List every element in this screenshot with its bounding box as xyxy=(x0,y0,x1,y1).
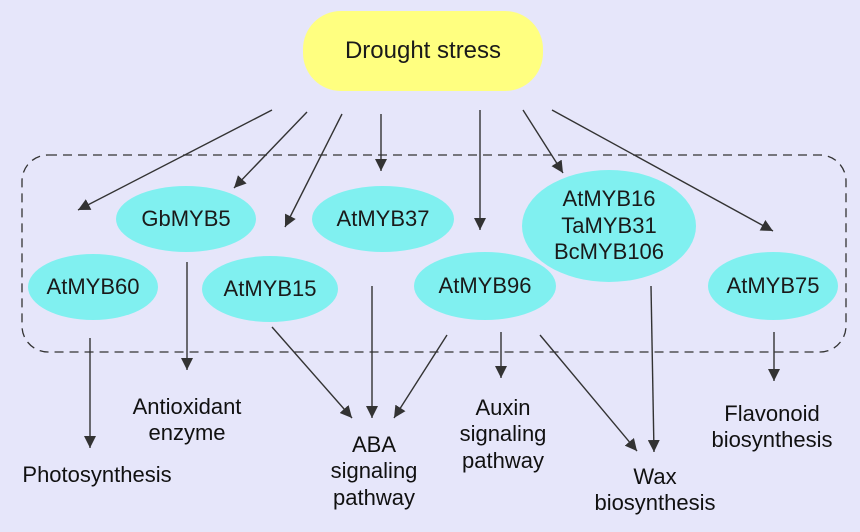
outcome-flavonoid-biosynthesis: Flavonoid biosynthesis xyxy=(711,401,833,453)
outcome-aba-signaling-pathway: ABA signaling pathway xyxy=(330,432,418,510)
gene-label-atmyb16: AtMYB16 xyxy=(562,186,656,212)
gene-group-dashed-frame xyxy=(21,154,847,353)
gene-node-atmyb75: AtMYB75 xyxy=(708,252,838,320)
outcome-antioxidant-enzyme: Antioxidant enzyme xyxy=(132,394,242,446)
gene-node-gbmyb5: GbMYB5 xyxy=(116,186,256,252)
outcome-photosynthesis: Photosynthesis xyxy=(22,462,172,487)
gene-node-atmyb60: AtMYB60 xyxy=(28,254,158,320)
arrow-stress-to-atmyb60 xyxy=(77,109,273,211)
outcome-auxin-signaling-pathway: Auxin signaling pathway xyxy=(459,395,547,473)
gene-node-atmyb37: AtMYB37 xyxy=(312,186,454,252)
gene-node-atmyb15: AtMYB15 xyxy=(202,256,338,322)
arrow-stress-to-wax-group xyxy=(522,109,564,174)
gene-node-wax-group: AtMYB16 TaMYB31 BcMYB106 xyxy=(522,170,696,282)
arrow-atmyb96-to-aba xyxy=(393,334,448,419)
arrow-atmyb15-to-aba xyxy=(271,326,353,419)
gene-node-atmyb96: AtMYB96 xyxy=(414,252,556,320)
drought-stress-node: Drought stress xyxy=(303,11,543,91)
arrow-stress-to-atmyb15 xyxy=(284,113,343,228)
outcome-wax-biosynthesis: Wax biosynthesis xyxy=(594,464,716,516)
gene-label-bcmyb106: BcMYB106 xyxy=(553,239,665,265)
gene-label-tamyb31: TaMYB31 xyxy=(561,212,657,238)
arrow-wax-group-to-wax xyxy=(647,285,660,453)
arrow-stress-to-gbmyb5 xyxy=(233,111,308,189)
arrow-stress-to-atmyb75 xyxy=(551,109,774,232)
arrow-atmyb96-to-wax xyxy=(539,334,638,452)
